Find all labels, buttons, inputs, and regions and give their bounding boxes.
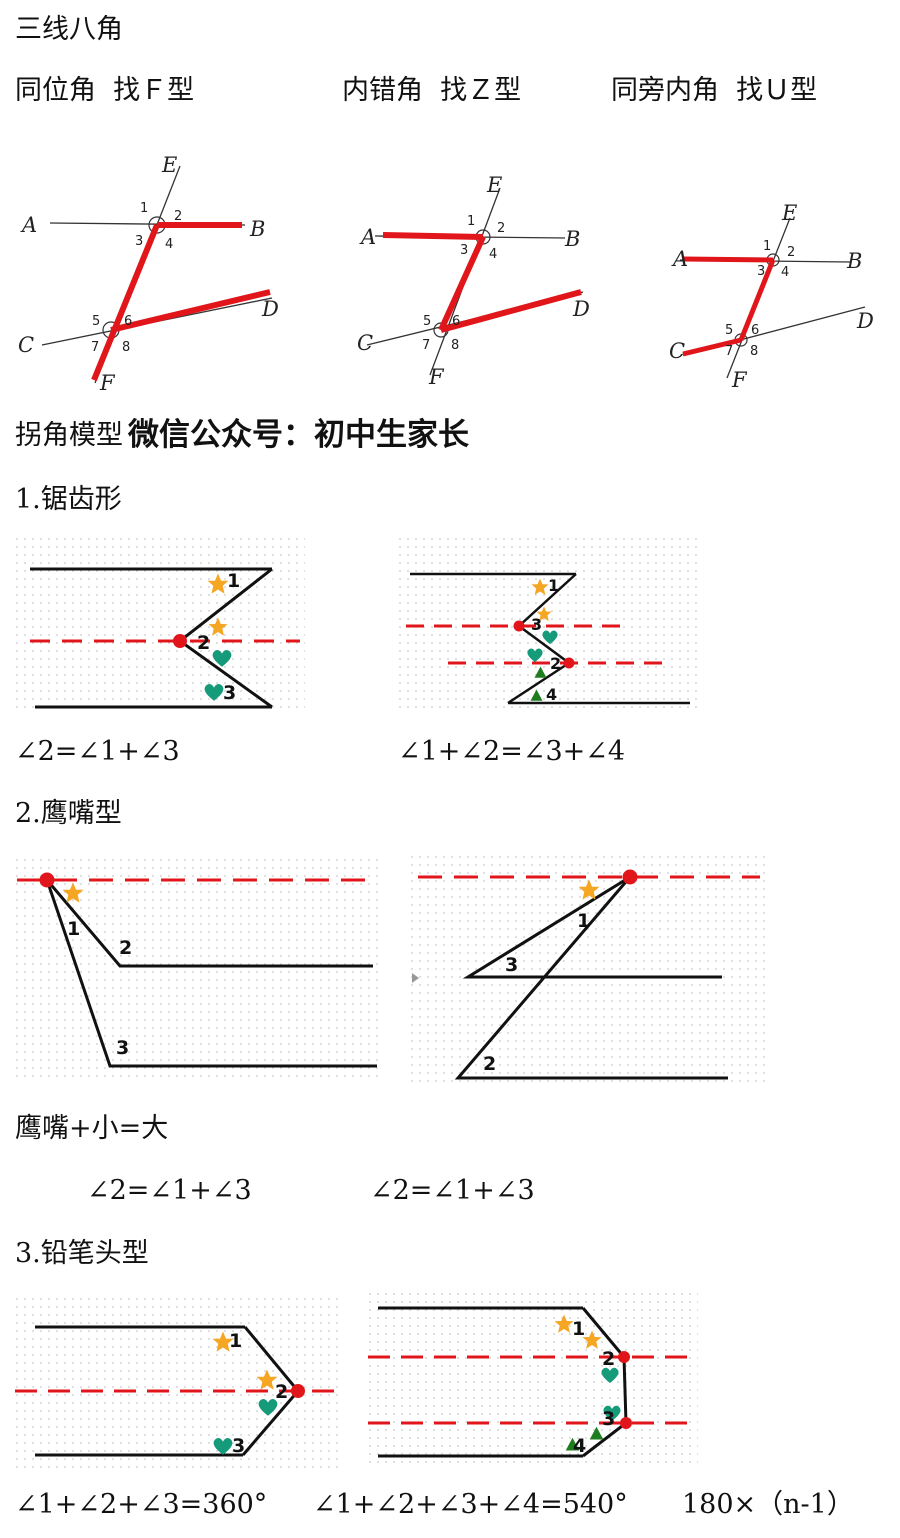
formula-eagle-2: ∠2=∠1+∠3 — [370, 1175, 535, 1206]
label-f: F — [428, 365, 445, 389]
svg-text:2: 2 — [787, 245, 795, 260]
svg-text:7: 7 — [91, 340, 99, 355]
angle-type-co-interior: 同旁内角 找Ｕ型 — [611, 77, 817, 104]
svg-text:3: 3 — [460, 243, 468, 258]
label-d: D — [572, 297, 590, 321]
sawtooth-figure-2: 1 3 2 4 — [398, 537, 698, 712]
figure-u-shape: E A B C D F 1 2 3 4 5 6 7 8 — [669, 201, 874, 392]
svg-text:1: 1 — [67, 918, 80, 940]
page-title: 三线八角 — [15, 14, 123, 45]
svg-text:6: 6 — [751, 323, 759, 338]
svg-text:2: 2 — [550, 654, 561, 673]
svg-text:2: 2 — [119, 937, 132, 959]
svg-text:5: 5 — [423, 314, 431, 329]
formula-pencil-1: ∠1+∠2+∠3=360° — [15, 1489, 268, 1520]
svg-text:1: 1 — [572, 1318, 585, 1340]
label-a: A — [359, 225, 376, 249]
svg-text:4: 4 — [165, 237, 173, 252]
pencil-head-figure-1: 1 2 3 — [15, 1297, 340, 1472]
svg-text:5: 5 — [725, 323, 733, 338]
angle-type-name: 内错角 — [342, 75, 423, 106]
formula-eagle-1: ∠2=∠1+∠3 — [87, 1175, 252, 1206]
angle-type-corresponding: 同位角 找Ｆ型 — [15, 77, 194, 104]
label-f: F — [99, 371, 116, 395]
svg-text:6: 6 — [452, 314, 460, 329]
svg-text:7: 7 — [422, 338, 430, 353]
sawtooth-figure-1: 1 2 3 — [15, 537, 305, 712]
svg-text:1: 1 — [140, 201, 148, 216]
angle-type-rule: 找Ｆ型 — [113, 75, 195, 106]
label-f: F — [731, 368, 748, 392]
angle-type-alternate: 内错角 找Ｚ型 — [342, 77, 521, 104]
angle-type-name: 同旁内角 — [611, 75, 719, 106]
svg-text:2: 2 — [197, 632, 210, 654]
model-title-pencil-head: 3.铅笔头型 — [15, 1238, 149, 1269]
pencil-head-figure-2: 1 2 3 4 — [368, 1292, 698, 1467]
svg-text:3: 3 — [757, 264, 765, 279]
svg-text:8: 8 — [750, 344, 758, 359]
label-c: C — [357, 331, 373, 355]
label-c: C — [18, 333, 34, 357]
eagle-beak-figure-2: 1 3 2 — [410, 855, 765, 1085]
svg-text:1: 1 — [763, 239, 771, 254]
svg-text:3: 3 — [602, 1408, 615, 1430]
svg-text:3: 3 — [505, 954, 518, 976]
label-d: D — [856, 309, 874, 333]
eagle-beak-rule: 鹰嘴+小=大 — [15, 1113, 169, 1144]
svg-text:4: 4 — [573, 1435, 586, 1457]
svg-text:6: 6 — [124, 314, 132, 329]
svg-text:1: 1 — [467, 214, 475, 229]
svg-text:1: 1 — [548, 576, 559, 595]
svg-text:2: 2 — [602, 1348, 615, 1370]
svg-text:8: 8 — [122, 340, 130, 355]
formula-pencil-2: ∠1+∠2+∠3+∠4=540° — [313, 1489, 628, 1520]
svg-text:2: 2 — [174, 209, 182, 224]
svg-text:4: 4 — [489, 247, 497, 262]
model-title-eagle-beak: 2.鹰嘴型 — [15, 798, 122, 829]
label-a: A — [671, 247, 688, 271]
svg-text:4: 4 — [781, 265, 789, 280]
svg-text:3: 3 — [531, 615, 542, 634]
label-d: D — [261, 297, 279, 321]
watermark-text: 微信公众号：初中生家长 — [128, 417, 469, 453]
formula-pencil-general: 180×（n-1） — [682, 1489, 854, 1520]
label-e: E — [486, 173, 502, 197]
svg-text:2: 2 — [275, 1381, 288, 1403]
svg-text:2: 2 — [497, 221, 505, 236]
svg-text:7: 7 — [725, 344, 733, 359]
svg-text:1: 1 — [227, 570, 240, 592]
angle-type-rule: 找Ｚ型 — [440, 75, 522, 106]
model-title-sawtooth: 1.锯齿形 — [15, 484, 122, 515]
angle-type-name: 同位角 — [15, 75, 96, 106]
bend-section-title: 拐角模型 — [15, 420, 123, 451]
svg-text:3: 3 — [232, 1435, 245, 1457]
svg-text:4: 4 — [546, 685, 557, 704]
figure-z-shape: E A B C D F 1 2 3 4 5 6 7 8 — [357, 173, 590, 389]
svg-text:2: 2 — [483, 1053, 496, 1075]
svg-text:1: 1 — [577, 910, 590, 932]
svg-text:3: 3 — [116, 1037, 129, 1059]
label-a: A — [20, 213, 37, 237]
formula-sawtooth-2: ∠1+∠2=∠3+∠4 — [398, 736, 626, 767]
svg-text:1: 1 — [229, 1330, 242, 1352]
svg-text:3: 3 — [135, 234, 143, 249]
svg-text:5: 5 — [92, 314, 100, 329]
label-c: C — [669, 339, 685, 363]
label-b: B — [846, 249, 862, 273]
label-b: B — [564, 227, 580, 251]
label-b: B — [249, 217, 265, 241]
svg-text:3: 3 — [223, 682, 236, 704]
formula-sawtooth-1: ∠2=∠1+∠3 — [15, 736, 180, 767]
label-e: E — [781, 201, 797, 225]
eagle-beak-figure-1: 1 2 3 — [15, 858, 380, 1083]
figure-f-shape: E A B C D F 1 2 3 4 5 6 7 8 — [18, 153, 279, 395]
angle-type-rule: 找Ｕ型 — [736, 75, 818, 106]
svg-text:8: 8 — [451, 338, 459, 353]
label-e: E — [161, 153, 177, 177]
